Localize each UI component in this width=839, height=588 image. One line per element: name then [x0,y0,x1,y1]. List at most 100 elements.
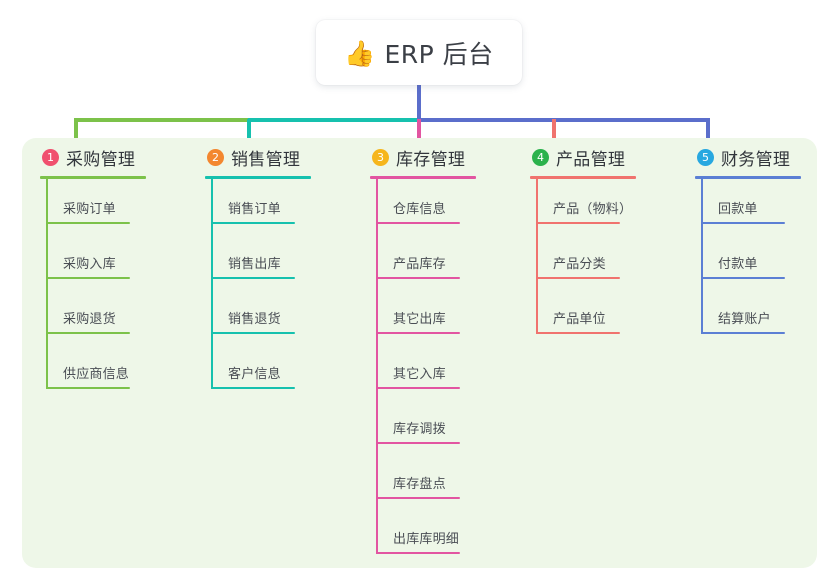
leaf-node-label: 采购退货 [63,312,116,327]
leaf-node-underline [211,222,295,224]
leaf-node-underline [701,222,785,224]
leaf-node-label: 回款单 [718,202,758,217]
leaf-node-label: 供应商信息 [63,367,130,382]
leaf-node[interactable]: 库存盘点 [376,454,530,509]
leaf-node-label: 其它入库 [393,367,446,382]
column-underline [695,176,801,179]
leaf-node-underline [211,277,295,279]
leaf-node-label: 采购入库 [63,257,116,272]
leaf-node[interactable]: 产品分类 [536,234,690,289]
leaf-node[interactable]: 采购订单 [46,179,200,234]
column-spine [376,179,378,554]
leaf-node-underline [211,332,295,334]
leaf-node[interactable]: 供应商信息 [46,344,200,399]
column-title: 财务管理 [721,149,791,170]
leaf-node-label: 产品单位 [553,312,606,327]
leaf-node-underline [376,332,460,334]
column-items: 仓库信息产品库存其它出库其它入库库存调拨库存盘点出库库明细 [376,179,530,564]
column-underline [205,176,311,179]
leaf-node-underline [376,387,460,389]
column-badge: 2 [207,148,224,166]
leaf-node-underline [211,387,295,389]
leaf-node[interactable]: 产品单位 [536,289,690,344]
leaf-node-label: 采购订单 [63,202,116,217]
leaf-node-underline [46,222,130,224]
leaf-node[interactable]: 出库库明细 [376,509,530,564]
leaf-node-label: 库存调拨 [393,422,446,437]
column-items: 采购订单采购入库采购退货供应商信息 [46,179,200,399]
leaf-node-label: 客户信息 [228,367,281,382]
leaf-node-label: 产品库存 [393,257,446,272]
leaf-node[interactable]: 客户信息 [211,344,365,399]
leaf-node[interactable]: 采购退货 [46,289,200,344]
column-header[interactable]: 4 产品管理 [530,144,690,170]
leaf-node-label: 产品分类 [553,257,606,272]
root-node-card[interactable]: 👍 ERP 后台 [316,20,522,85]
leaf-node-underline [376,497,460,499]
column-header[interactable]: 1 采购管理 [40,144,200,170]
column-header[interactable]: 3 库存管理 [370,144,530,170]
thumbs-up-icon: 👍 [344,39,376,68]
leaf-node[interactable]: 销售订单 [211,179,365,234]
leaf-node-underline [46,332,130,334]
leaf-node-underline [536,332,620,334]
column-采购管理: 1 采购管理采购订单采购入库采购退货供应商信息 [40,144,200,399]
leaf-node-underline [701,277,785,279]
column-badge: 3 [372,148,389,166]
leaf-node[interactable]: 采购入库 [46,234,200,289]
leaf-node[interactable]: 回款单 [701,179,839,234]
leaf-node[interactable]: 产品（物料） [536,179,690,234]
leaf-node[interactable]: 库存调拨 [376,399,530,454]
column-销售管理: 2 销售管理销售订单销售出库销售退货客户信息 [205,144,365,399]
leaf-node-label: 销售出库 [228,257,281,272]
leaf-node-underline [536,222,620,224]
column-spine [536,179,538,334]
leaf-node-underline [376,277,460,279]
leaf-node[interactable]: 销售出库 [211,234,365,289]
leaf-node-label: 结算账户 [718,312,771,327]
column-title: 销售管理 [231,149,301,170]
column-财务管理: 5 财务管理回款单付款单结算账户 [695,144,839,344]
leaf-node-underline [46,277,130,279]
leaf-node[interactable]: 销售退货 [211,289,365,344]
column-spine [701,179,703,334]
leaf-node[interactable]: 其它出库 [376,289,530,344]
leaf-node[interactable]: 仓库信息 [376,179,530,234]
leaf-node-underline [46,387,130,389]
leaf-node-label: 销售退货 [228,312,281,327]
column-header[interactable]: 2 销售管理 [205,144,365,170]
content-panel [22,138,817,568]
leaf-node-label: 其它出库 [393,312,446,327]
column-underline [530,176,636,179]
leaf-node[interactable]: 产品库存 [376,234,530,289]
column-items: 回款单付款单结算账户 [701,179,839,344]
leaf-node[interactable]: 付款单 [701,234,839,289]
leaf-node-label: 仓库信息 [393,202,446,217]
column-title: 产品管理 [556,149,626,170]
leaf-node-label: 库存盘点 [393,477,446,492]
column-items: 销售订单销售出库销售退货客户信息 [211,179,365,399]
root-node-title: ERP 后台 [384,39,494,69]
column-header[interactable]: 5 财务管理 [695,144,839,170]
column-badge: 4 [532,148,549,166]
leaf-node[interactable]: 结算账户 [701,289,839,344]
column-spine [211,179,213,389]
column-库存管理: 3 库存管理仓库信息产品库存其它出库其它入库库存调拨库存盘点出库库明细 [370,144,530,564]
column-items: 产品（物料） 产品分类产品单位 [536,179,690,344]
leaf-node-underline [701,332,785,334]
leaf-node-underline [376,442,460,444]
leaf-node-label: 付款单 [718,257,758,272]
column-title: 库存管理 [396,149,466,170]
leaf-node-underline [376,222,460,224]
column-产品管理: 4 产品管理产品（物料） 产品分类产品单位 [530,144,690,344]
leaf-node-label: 产品（物料） [553,202,633,217]
leaf-node[interactable]: 其它入库 [376,344,530,399]
column-title: 采购管理 [66,149,136,170]
column-spine [46,179,48,389]
leaf-node-underline [536,277,620,279]
column-badge: 1 [42,148,59,166]
leaf-node-underline [376,552,460,554]
column-badge: 5 [697,148,714,166]
column-underline [370,176,476,179]
